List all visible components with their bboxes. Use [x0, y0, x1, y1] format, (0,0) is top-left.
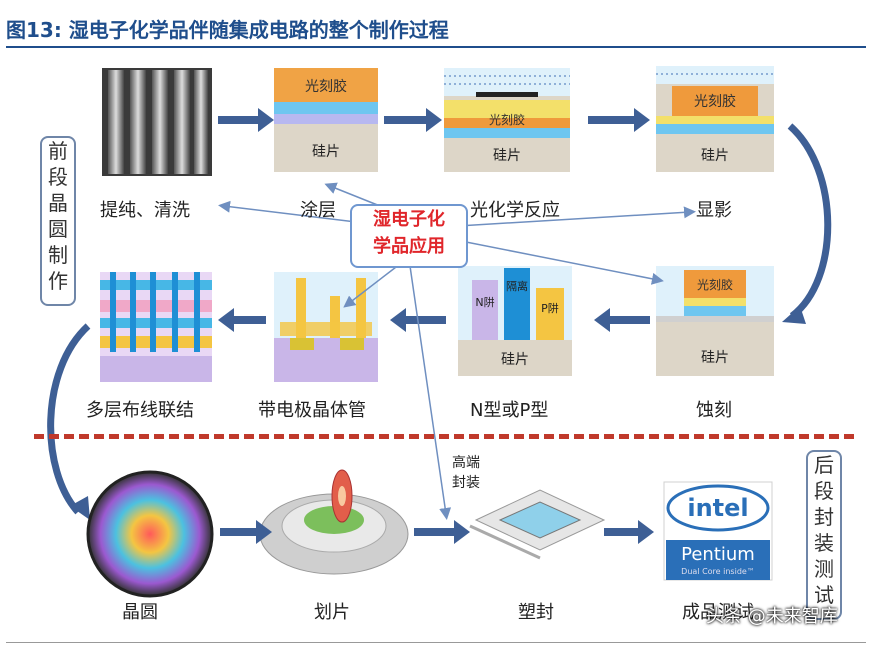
row3-arrows: [220, 520, 654, 544]
back-end-packaging-label: 后段封 装测试: [806, 450, 842, 620]
row1-arrows: [218, 108, 650, 132]
curve-arrow-left: [47, 323, 91, 515]
coating-silicon-label: 硅片: [312, 144, 340, 160]
bottom-rule: [6, 642, 866, 643]
n-well-label: N阱: [475, 295, 494, 309]
intel-text: intel: [687, 494, 748, 522]
develop-silicon-label: 硅片: [701, 148, 729, 164]
front-end-wafer-label: 前段晶 圆制作: [40, 136, 76, 306]
isolation-label: 隔离: [506, 279, 528, 293]
develop-diagram: 光刻胶 硅片: [656, 66, 774, 172]
photochem-photoresist-label: 光刻胶: [489, 112, 525, 127]
step-final-test: 成品测试: [682, 602, 754, 623]
transistor-diagram: [274, 272, 378, 382]
photochem-silicon-label: 硅片: [493, 148, 521, 164]
etch-photoresist-label: 光刻胶: [697, 277, 733, 292]
wafer-image: [86, 470, 214, 598]
annot-high-end: 高端: [452, 455, 480, 471]
header: 图13: 湿电子化学品伴随集成电路的整个制作过程: [0, 0, 892, 48]
annot-packaging: 封装: [452, 475, 480, 491]
step-develop: 显影: [696, 200, 732, 221]
title-rule: [6, 46, 866, 48]
step-molding: 塑封: [518, 602, 554, 623]
step-n-or-p: N型或P型: [470, 400, 549, 421]
develop-photoresist-label: 光刻胶: [694, 93, 736, 110]
step-wafer: 晶圆: [122, 602, 158, 623]
silicon-rods-image: [102, 68, 212, 176]
step-dicing: 划片: [314, 602, 350, 623]
packaging-image: [469, 489, 606, 560]
dicing-image: [259, 469, 409, 575]
multilayer-wiring-diagram: [100, 272, 212, 382]
etch-diagram: 光刻胶 硅片: [656, 266, 774, 376]
step-etch: 蚀刻: [696, 400, 732, 421]
figure-title: 图13: 湿电子化学品伴随集成电路的整个制作过程: [6, 18, 449, 42]
etch-silicon-label: 硅片: [701, 350, 729, 366]
n-p-well-diagram: N阱 隔离 P阱 硅片: [458, 266, 572, 376]
photochemical-diagram: 光刻胶 硅片: [444, 68, 570, 172]
dualcore-text: Dual Core inside™: [681, 567, 755, 576]
intel-pentium-logo: intel Pentium Dual Core inside™: [663, 481, 773, 581]
np-silicon-label: 硅片: [501, 352, 529, 368]
step-multilayer-wiring: 多层布线联结: [86, 400, 194, 421]
front-back-separator: [34, 434, 854, 439]
application-arrows: [218, 182, 696, 520]
watermark: 头条 @未来智库: [706, 606, 838, 627]
step-purify-clean: 提纯、清洗: [100, 200, 190, 221]
coating-layer-diagram: 光刻胶 硅片: [274, 68, 378, 172]
wet-chemicals-application-box: 湿电子化学品应用: [350, 204, 468, 268]
curve-arrow-right: [787, 123, 832, 319]
pentium-text: Pentium: [681, 544, 755, 565]
coating-photoresist-label: 光刻胶: [305, 78, 347, 95]
p-well-label: P阱: [541, 301, 559, 315]
step-coating: 涂层: [300, 200, 336, 221]
step-transistor: 带电极晶体管: [258, 400, 366, 421]
step-photochemical: 光化学反应: [470, 200, 560, 221]
